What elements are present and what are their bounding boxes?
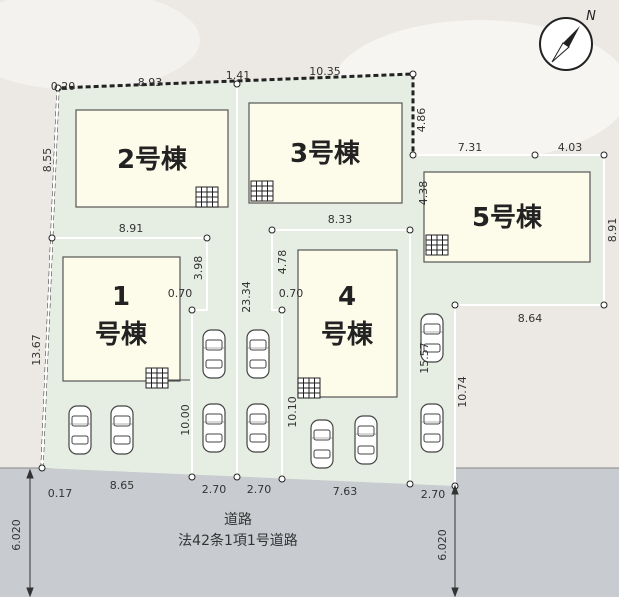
building-2-label: 2号棟: [117, 145, 188, 175]
dimension-label: 2.70: [421, 488, 446, 501]
building-5-label: 5号棟: [472, 203, 543, 233]
road-label: 道路: [224, 512, 252, 528]
dimension-label: 7.63: [333, 485, 358, 498]
building-4-number: 4: [338, 282, 356, 312]
road-type-label: 法42条1項1号道路: [178, 532, 298, 549]
building-1: [62, 256, 181, 382]
building-1-number: 1: [112, 282, 130, 312]
dimension-label: 0.17: [48, 487, 73, 500]
car-icon: [202, 329, 226, 379]
building-1-label: 号棟: [95, 320, 148, 350]
north-arrow-icon: [539, 17, 593, 71]
car-icon: [246, 403, 270, 453]
grid-symbol: [250, 180, 274, 202]
road-width-left-label: 6.020: [10, 519, 23, 551]
dimension-label: 4.78: [276, 250, 289, 275]
dimension-label: 0.20: [51, 80, 76, 93]
dimension-label: 10.10: [286, 396, 299, 428]
dimension-label: 8.64: [518, 312, 543, 325]
dimension-label: 3.98: [192, 256, 205, 281]
dimension-label: 8.55: [41, 148, 54, 173]
dimension-label: 1.41: [226, 69, 251, 82]
car-icon: [246, 329, 270, 379]
dimension-label: 8.65: [110, 479, 135, 492]
building-3-label: 3号棟: [290, 139, 361, 169]
building-3: [248, 102, 403, 204]
road-width-right-label: 6.020: [436, 529, 449, 561]
dimension-label: 10.74: [456, 376, 469, 408]
car-icon: [110, 405, 134, 455]
background-light: [0, 0, 200, 90]
dimension-label: 8.93: [138, 76, 163, 89]
dimension-label: 8.91: [119, 222, 144, 235]
dimension-label: 10.00: [179, 404, 192, 436]
north-label: N: [586, 9, 596, 24]
dimension-label: 23.34: [240, 281, 253, 313]
dimension-label: 8.91: [606, 218, 619, 243]
road-width-right: [451, 484, 459, 597]
dimension-label: 2.70: [247, 483, 272, 496]
grid-symbol: [425, 234, 449, 256]
dimension-label: 4.38: [417, 181, 430, 206]
dimension-label: 4.03: [558, 141, 583, 154]
car-icon: [310, 419, 334, 469]
road-width-left: [26, 468, 34, 597]
dimension-label: 7.31: [458, 141, 483, 154]
building-5: [423, 171, 591, 263]
dimension-label: 15.57: [418, 342, 431, 374]
car-icon: [202, 403, 226, 453]
road-area: [0, 468, 619, 597]
car-icon: [354, 415, 378, 465]
building-4-label: 号棟: [321, 320, 374, 350]
grid-symbol: [195, 186, 219, 208]
grid-symbol: [145, 367, 169, 389]
grid-symbol: [297, 377, 321, 399]
dimension-label: 8.33: [328, 213, 353, 226]
building-4: [297, 249, 398, 398]
dimension-label: 0.70: [279, 287, 304, 300]
car-icon: [420, 403, 444, 453]
dimension-label: 0.70: [168, 287, 193, 300]
dimension-label: 2.70: [202, 483, 227, 496]
dimension-label: 10.35: [309, 65, 341, 78]
car-icon: [68, 405, 92, 455]
dimension-label: 4.86: [415, 108, 428, 133]
dimension-label: 13.67: [30, 334, 43, 366]
site-boundary: [40, 72, 415, 469]
